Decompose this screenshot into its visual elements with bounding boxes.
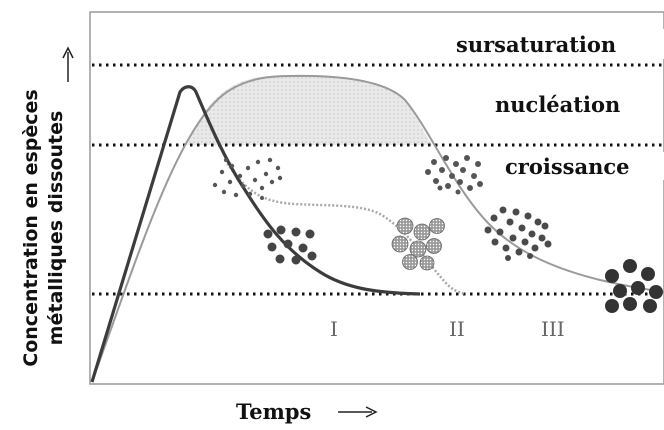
light-concentration-curve [91,74,664,383]
stage-label-3: III [541,317,565,341]
nucleation-label: nucléation [495,92,620,117]
stage-label-1: I [330,317,338,341]
particle-cluster-large [605,259,663,313]
y-axis-label-line2: métalliques dissoutes [45,111,67,346]
stage-label-2: II [449,317,465,341]
dotted-concentration-curve [223,159,466,296]
dark-concentration-curve [90,85,421,383]
y-axis-arrow-icon [62,46,74,82]
x-axis-label: Temps [236,399,311,424]
y-axis-label-line1: Concentration en espèces [20,89,42,366]
croissance-label: croissance [505,154,630,179]
particle-cluster-growth [484,206,552,261]
sursaturation-label: sursaturation [456,32,616,57]
plot-frame [89,11,664,385]
nuclei-cluster-1 [212,157,283,200]
nuclei-cluster-2 [425,155,483,195]
x-axis-arrow-icon [338,406,378,418]
particle-cluster-textured [391,217,445,271]
particle-cluster-dark [263,225,317,265]
nucleation-shaded-area [187,75,432,145]
